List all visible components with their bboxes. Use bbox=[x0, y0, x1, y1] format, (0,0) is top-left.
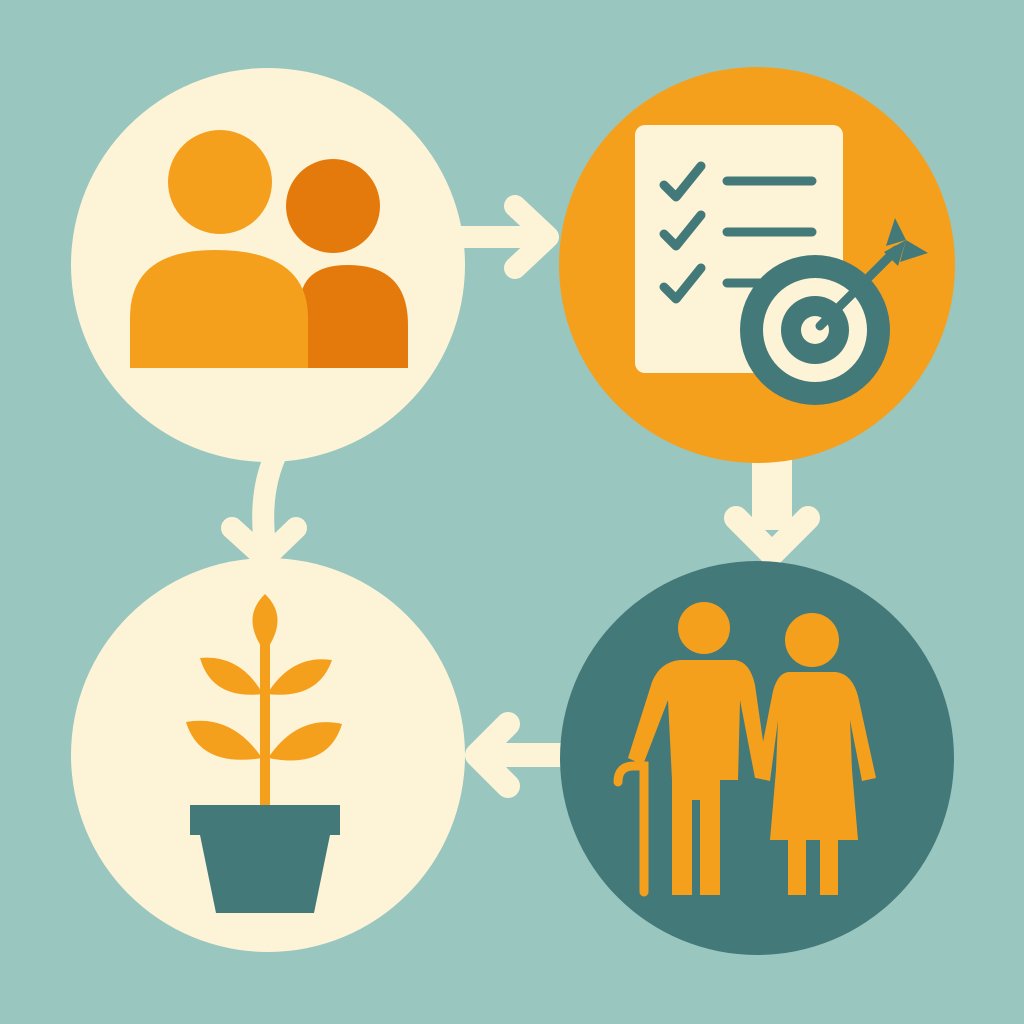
two-people-icon bbox=[130, 130, 408, 368]
leaf bbox=[268, 722, 342, 761]
arrow-shaft bbox=[752, 450, 792, 530]
potted-plant-icon bbox=[186, 594, 342, 913]
dart-icon bbox=[815, 218, 928, 331]
edge-goals-to-elders bbox=[724, 450, 820, 566]
elderly-man-icon bbox=[613, 602, 768, 897]
arrow-right-icon bbox=[444, 195, 559, 279]
pot-rim bbox=[190, 805, 340, 835]
leaf bbox=[267, 659, 332, 695]
node-goals bbox=[559, 67, 955, 463]
check-icon bbox=[659, 161, 706, 304]
arrow-left-icon bbox=[465, 712, 577, 798]
arrow-down-icon bbox=[724, 506, 820, 566]
edge-people-to-growth bbox=[221, 439, 307, 569]
arrow-down-icon bbox=[221, 517, 307, 569]
pot-body bbox=[200, 835, 330, 913]
cane-icon bbox=[613, 761, 649, 897]
leaf bbox=[252, 594, 278, 652]
node-growth bbox=[71, 558, 465, 952]
checklist-target-icon bbox=[635, 125, 928, 405]
edge-elders-to-growth bbox=[465, 712, 577, 798]
node-elders bbox=[560, 561, 954, 955]
elderly-woman-icon bbox=[756, 613, 876, 895]
arrow-curve bbox=[252, 439, 289, 556]
edge-people-to-goals bbox=[444, 195, 559, 279]
leaf bbox=[186, 720, 262, 760]
node-people bbox=[71, 68, 465, 462]
list-lines bbox=[722, 176, 817, 288]
elderly-couple-icon bbox=[613, 602, 876, 897]
leaf bbox=[200, 657, 263, 695]
